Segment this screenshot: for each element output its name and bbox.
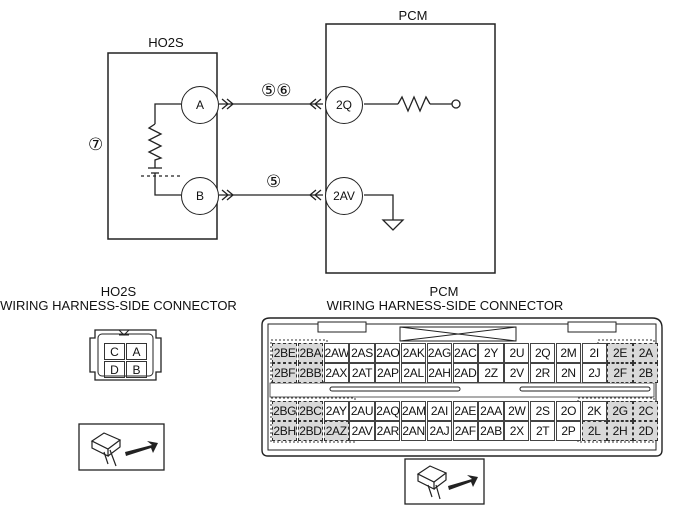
pcm-pin: 2L	[581, 421, 607, 441]
ho2s-box	[107, 52, 218, 240]
pcm-pin: 2BC	[297, 401, 324, 421]
pcm-pin: 2R	[530, 363, 556, 383]
pcm-pin: 2H	[607, 421, 633, 441]
pcm-pin: 2F	[607, 363, 633, 383]
terminal-2av: 2AV	[325, 177, 363, 215]
pcm-pin: 2A	[633, 343, 659, 363]
ho2s-pin-d: D	[104, 361, 125, 378]
pcm-pin: 2M	[555, 343, 582, 363]
ho2s-connector-title-2: WIRING HARNESS-SIDE CONNECTOR	[0, 298, 237, 313]
pcm-pin: 2E	[607, 343, 633, 363]
pcm-pin: 2AE	[452, 401, 478, 421]
pcm-pin: 2P	[555, 421, 582, 441]
pcm-pin: 2AR	[375, 421, 401, 441]
pcm-pin: 2AX	[323, 363, 349, 383]
pcm-pin: 2AI	[426, 401, 453, 421]
pcm-title: PCM	[398, 8, 428, 23]
pcm-pin: 2BA	[297, 343, 324, 363]
note-56: ⑤⑥	[261, 81, 292, 100]
pcm-pin: 2Q	[530, 343, 556, 363]
pcm-pin: 2AU	[349, 401, 375, 421]
pcm-pin: 2S	[530, 401, 556, 421]
pcm-pin: 2AM	[401, 401, 427, 421]
pcm-pin: 2U	[504, 343, 530, 363]
pcm-pin: 2N	[555, 363, 582, 383]
pcm-pin: 2K	[581, 401, 607, 421]
pcm-connector-title-2: WIRING HARNESS-SIDE CONNECTOR	[326, 298, 564, 313]
ho2s-pin-b: B	[126, 361, 147, 378]
pcm-pin: 2AT	[349, 363, 375, 383]
pcm-pin: 2X	[504, 421, 530, 441]
pcm-pin: 2AL	[401, 363, 427, 383]
pcm-pin: 2AC	[452, 343, 478, 363]
pcm-pin: 2AA	[478, 401, 504, 421]
pcm-pin: 2B	[633, 363, 659, 383]
pcm-pin: 2BG	[272, 401, 298, 421]
pcm-pin: 2AZ	[323, 421, 349, 441]
pcm-pin: 2AK	[401, 343, 427, 363]
pcm-connector-title-1: PCM	[429, 284, 459, 299]
pcm-pin: 2D	[633, 421, 659, 441]
pcm-pin: 2AW	[323, 343, 349, 363]
terminal-b: B	[181, 177, 219, 215]
note-7: ⑦	[88, 135, 104, 154]
pcm-pin: 2J	[581, 363, 607, 383]
pcm-pin: 2T	[530, 421, 556, 441]
ho2s-title: HO2S	[148, 35, 184, 50]
pcm-pin: 2W	[504, 401, 530, 421]
ho2s-pin-a: A	[126, 343, 147, 360]
pcm-pin: 2AF	[452, 421, 478, 441]
terminal-2q: 2Q	[325, 86, 363, 124]
pcm-pin: 2BH	[272, 421, 298, 441]
pcm-pin: 2I	[581, 343, 607, 363]
pcm-pin: 2AN	[401, 421, 427, 441]
pcm-pin: 2AY	[323, 401, 349, 421]
terminal-a: A	[181, 86, 219, 124]
connector-symbols	[221, 98, 322, 201]
ho2s-connector-title-1: HO2S	[100, 284, 137, 299]
pcm-pin: 2AB	[478, 421, 504, 441]
pcm-pin: 2Y	[478, 343, 504, 363]
pcm-pin: 2G	[607, 401, 633, 421]
pcm-pin: 2BE	[272, 343, 298, 363]
pcm-box	[325, 23, 496, 274]
pcm-pin: 2AJ	[426, 421, 453, 441]
pcm-pin: 2AV	[349, 421, 375, 441]
pcm-pin: 2Z	[478, 363, 504, 383]
pcm-pin: 2AQ	[375, 401, 401, 421]
note-5: ⑤	[266, 172, 282, 191]
pcm-pin: 2AG	[426, 343, 453, 363]
pcm-pin: 2BD	[297, 421, 324, 441]
pcm-pin: 2AO	[375, 343, 401, 363]
pcm-pin: 2V	[504, 363, 530, 383]
pcm-resistor	[364, 95, 461, 113]
pcm-pin: 2O	[555, 401, 582, 421]
pcm-pin: 2AD	[452, 363, 478, 383]
ho2s-pin-c: C	[104, 343, 125, 360]
pcm-pin: 2BB	[297, 363, 324, 383]
pcm-pin: 2AS	[349, 343, 375, 363]
pcm-pin: 2C	[633, 401, 659, 421]
pcm-pin: 2BF	[272, 363, 298, 383]
sensor-element	[141, 103, 182, 196]
ground-symbol	[364, 194, 405, 231]
pcm-pin: 2AH	[426, 363, 453, 383]
pcm-pin: 2AP	[375, 363, 401, 383]
